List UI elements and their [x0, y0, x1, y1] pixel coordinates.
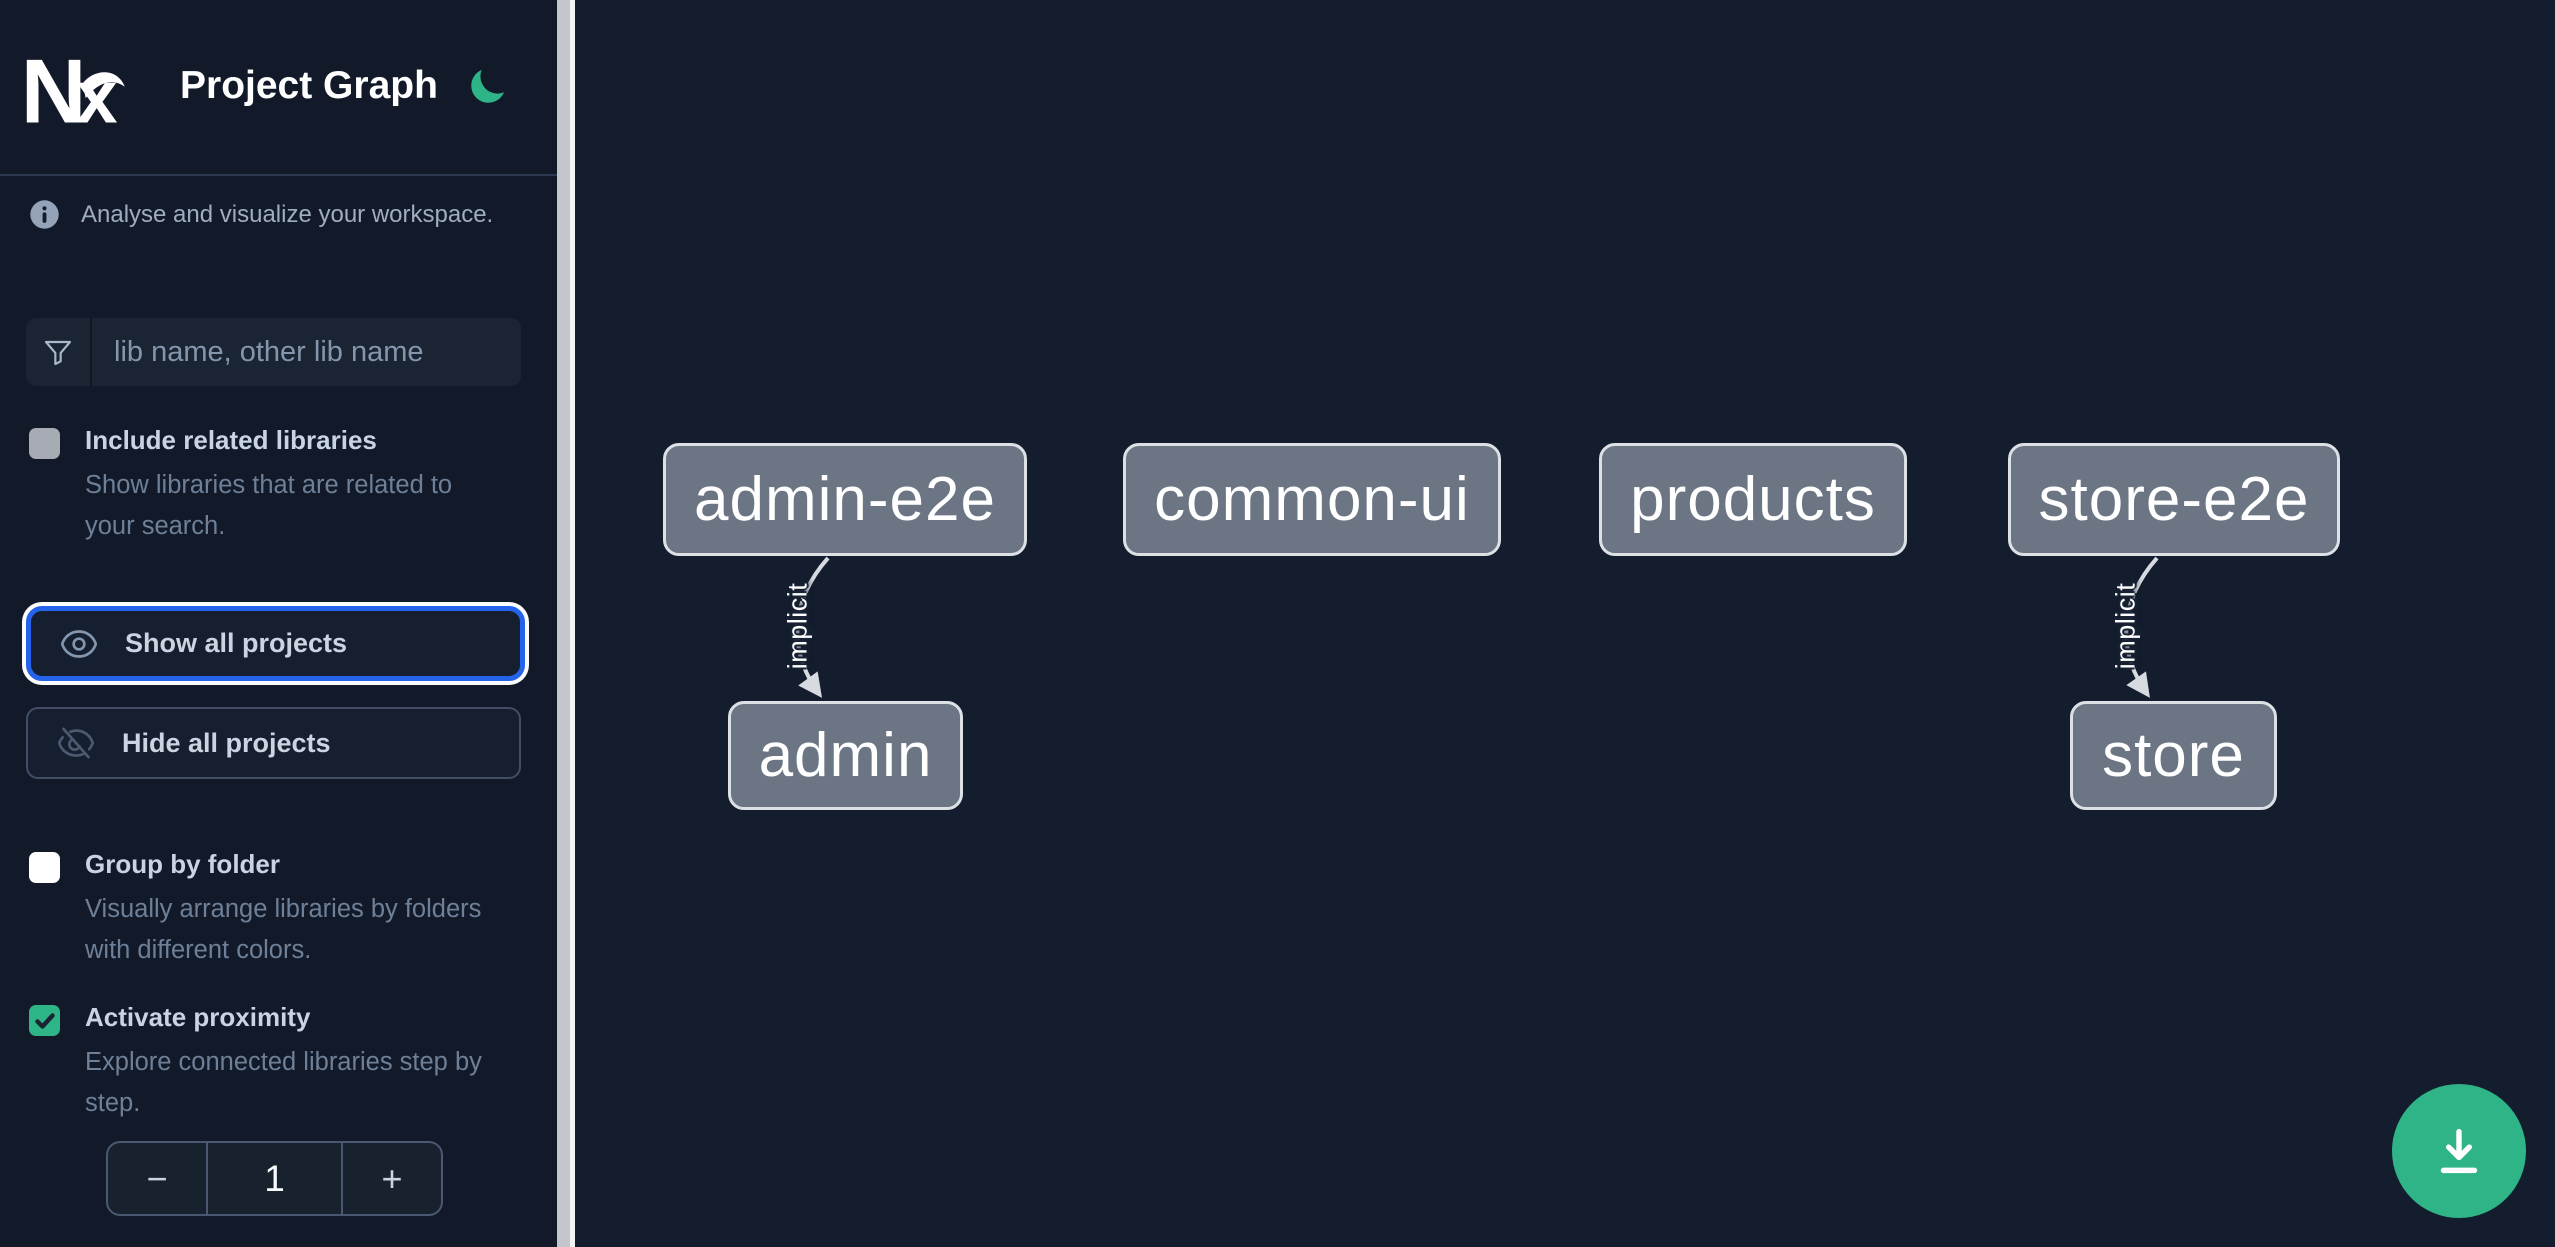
- search-input[interactable]: [92, 318, 521, 386]
- download-graph-button[interactable]: [2392, 1084, 2526, 1218]
- hide-all-projects-label: Hide all projects: [122, 727, 331, 758]
- sidebar-header: N x Project Graph: [0, 0, 557, 176]
- edge-label-implicit[interactable]: implicit: [782, 582, 813, 670]
- graph-node-store-e2e[interactable]: store-e2e: [2008, 443, 2340, 556]
- search-box: [26, 318, 521, 386]
- theme-toggle-button[interactable]: [452, 52, 522, 122]
- sidebar-resizer[interactable]: [557, 0, 570, 1247]
- group-by-folder-description: Visually arrange libraries by folders wi…: [85, 895, 482, 964]
- include-related-label[interactable]: Include related libraries: [85, 425, 377, 455]
- graph-node-store[interactable]: store: [2070, 701, 2277, 810]
- group-by-folder-label[interactable]: Group by folder: [85, 849, 280, 879]
- filter-funnel-icon: [26, 318, 92, 386]
- svg-text:N: N: [24, 46, 86, 134]
- include-related-description: Show libraries that are related to your …: [85, 471, 453, 540]
- sidebar-resizer-edge: [570, 0, 575, 1247]
- info-circle-icon: [30, 200, 59, 229]
- checkmark-icon: [34, 1012, 55, 1029]
- activate-proximity-label[interactable]: Activate proximity: [85, 1002, 311, 1032]
- graph-node-admin[interactable]: admin: [728, 701, 963, 810]
- activate-proximity-checkbox[interactable]: [29, 1005, 60, 1036]
- show-all-projects-label: Show all projects: [125, 628, 348, 658]
- moon-icon: [471, 69, 505, 103]
- nx-logo-icon: N x: [24, 46, 125, 135]
- sidebar: N x Project Graph Analyse and visualize …: [0, 0, 557, 1247]
- eye-slash-icon: [57, 727, 95, 759]
- graph-node-admin-e2e[interactable]: admin-e2e: [663, 443, 1027, 556]
- include-related-checkbox[interactable]: [29, 428, 60, 459]
- proximity-increment-button[interactable]: +: [343, 1143, 441, 1214]
- eye-icon: [60, 629, 98, 658]
- graph-node-common-ui[interactable]: common-ui: [1123, 443, 1501, 556]
- tagline-text: Analyse and visualize your workspace.: [81, 200, 494, 228]
- download-icon: [2440, 1128, 2478, 1174]
- proximity-depth-value[interactable]: 1: [206, 1143, 343, 1214]
- info-row: Analyse and visualize your workspace.: [29, 199, 493, 230]
- svg-text:x: x: [76, 55, 118, 135]
- option-include-related-libraries: Include related libraries Show libraries…: [29, 424, 509, 547]
- graph-node-products[interactable]: products: [1599, 443, 1907, 556]
- hide-all-projects-button[interactable]: Hide all projects: [26, 707, 521, 779]
- option-group-by-folder: Group by folder Visually arrange librari…: [29, 848, 509, 971]
- proximity-depth-stepper: − 1 +: [106, 1141, 443, 1216]
- proximity-decrement-button[interactable]: −: [108, 1143, 206, 1214]
- show-all-projects-button[interactable]: Show all projects: [26, 606, 525, 681]
- edge-label-implicit[interactable]: implicit: [2110, 582, 2141, 670]
- page-title: Project Graph: [180, 64, 438, 107]
- graph-edge-store-e2e-store[interactable]: [2124, 556, 2159, 698]
- graph-edge-admin-e2e-admin[interactable]: [795, 556, 830, 698]
- option-activate-proximity: Activate proximity Explore connected lib…: [29, 1001, 509, 1124]
- group-by-folder-checkbox[interactable]: [29, 852, 60, 883]
- activate-proximity-description: Explore connected libraries step by step…: [85, 1048, 482, 1117]
